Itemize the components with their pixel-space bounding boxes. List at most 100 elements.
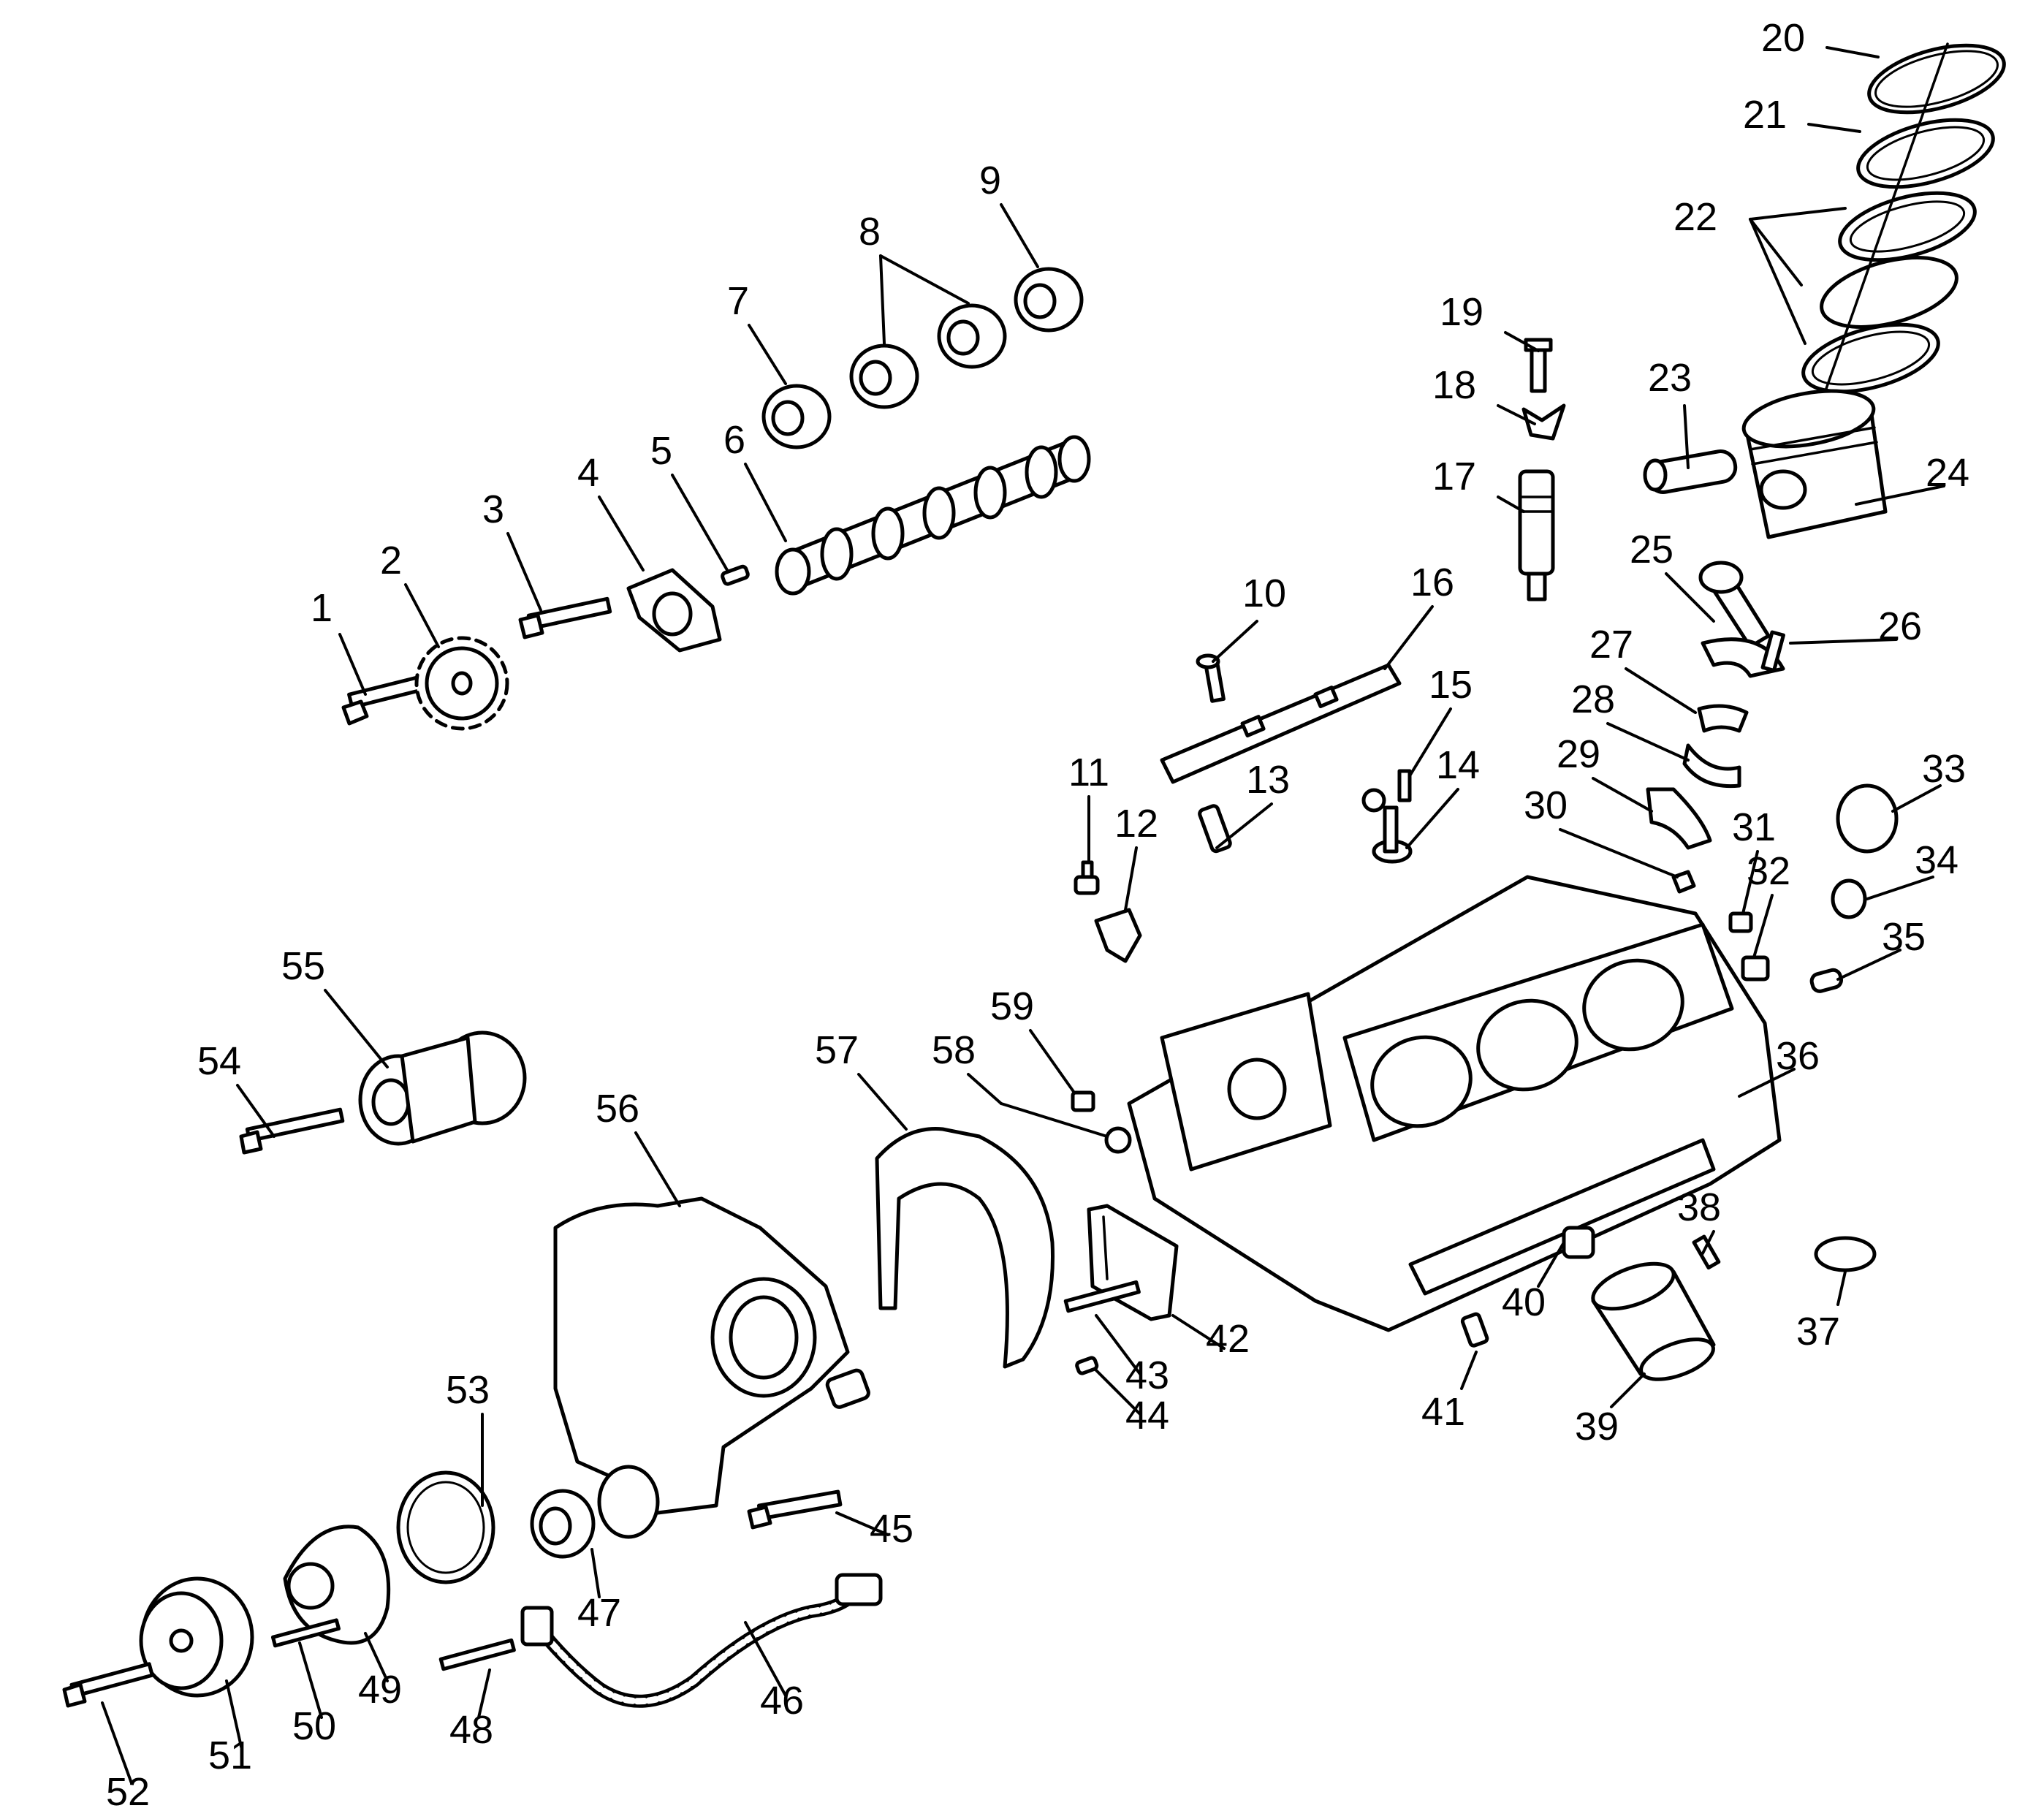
callout-28: 28 xyxy=(1571,677,1690,762)
callout-29: 29 xyxy=(1557,732,1653,813)
part-13-sensor xyxy=(1198,804,1232,854)
callout-35: 35 xyxy=(1836,915,1926,981)
callout-59: 59 xyxy=(990,984,1076,1094)
callout-leader-line xyxy=(1738,1068,1796,1098)
callout-label: 43 xyxy=(1125,1353,1169,1397)
callout-label: 15 xyxy=(1429,663,1473,707)
callout-label: 39 xyxy=(1575,1405,1619,1449)
callout-48: 48 xyxy=(449,1668,493,1752)
part-4-thrust-plate xyxy=(626,568,722,653)
callout-label: 8 xyxy=(859,210,881,254)
callout-leader-line xyxy=(324,989,389,1068)
callout-label: 2 xyxy=(380,539,402,582)
callout-label: 32 xyxy=(1747,849,1790,893)
callout-label: 14 xyxy=(1436,743,1480,787)
part-58-plug xyxy=(1104,1126,1132,1154)
callout-leader-line xyxy=(404,583,440,648)
callout-label: 23 xyxy=(1648,356,1692,400)
ring-axis-line xyxy=(1807,42,1949,440)
callout-42: 42 xyxy=(1171,1314,1250,1361)
callout-17: 17 xyxy=(1432,455,1525,513)
callout-50: 50 xyxy=(292,1641,336,1748)
callout-58: 58 xyxy=(932,1028,1109,1138)
callout-label: 57 xyxy=(815,1028,859,1072)
callout-label: 31 xyxy=(1732,805,1776,849)
callout-leader-line xyxy=(338,633,367,696)
part-31-plug xyxy=(1728,911,1753,933)
callout-label: 18 xyxy=(1432,363,1476,407)
callout-label: 3 xyxy=(482,487,504,531)
callout-leader-line xyxy=(1891,784,1942,813)
callout-2: 2 xyxy=(380,539,440,648)
callout-leader-line xyxy=(1866,876,1934,900)
callout-label: 50 xyxy=(292,1704,336,1748)
part-30-nut xyxy=(1671,870,1696,894)
callout-16: 16 xyxy=(1383,561,1454,670)
callout-leader-line xyxy=(1559,828,1679,878)
callout-37: 37 xyxy=(1796,1270,1847,1353)
callout-leader-line xyxy=(1749,218,1803,286)
part-6-camshaft xyxy=(775,435,1091,596)
callout-leader-line xyxy=(1592,777,1653,813)
callout-leader-line xyxy=(1606,722,1690,762)
callout-leader-line xyxy=(857,1073,908,1131)
callout-leader-line xyxy=(506,532,542,612)
part-59-plug xyxy=(1071,1090,1095,1112)
callout-label: 6 xyxy=(723,418,745,462)
callout-label: 41 xyxy=(1421,1390,1465,1434)
callout-54: 54 xyxy=(197,1039,276,1138)
callout-23: 23 xyxy=(1648,356,1692,469)
part-43-bolt xyxy=(1063,1280,1141,1313)
callout-leader-line xyxy=(835,1511,889,1536)
callout-label: 40 xyxy=(1502,1280,1546,1324)
callout-label: 52 xyxy=(106,1770,150,1811)
part-12-fitting xyxy=(1094,908,1142,963)
callout-label: 48 xyxy=(449,1708,493,1752)
callout-15: 15 xyxy=(1409,663,1473,776)
callout-49: 49 xyxy=(358,1632,402,1712)
callout-label: 44 xyxy=(1125,1394,1169,1438)
callout-leader-line xyxy=(1171,1314,1226,1350)
callout-leader-line xyxy=(1215,802,1273,849)
callout-leader-line xyxy=(225,1679,243,1748)
callout-33: 33 xyxy=(1891,747,1966,813)
callout-label: 13 xyxy=(1246,758,1290,802)
callout-leader-line xyxy=(1095,1369,1141,1416)
callout-leader-line xyxy=(1460,1351,1478,1390)
part-18-clamp xyxy=(1521,403,1566,441)
callout-label: 34 xyxy=(1915,838,1958,882)
callout-9: 9 xyxy=(979,159,1039,268)
callout-label: 12 xyxy=(1114,802,1158,846)
callout-leader-line xyxy=(1610,1373,1646,1408)
callout-leader-line xyxy=(477,1668,491,1719)
callout-55: 55 xyxy=(281,944,389,1068)
part-7-cam-bearing xyxy=(761,384,832,449)
callout-leader-line xyxy=(1825,46,1880,58)
part-54-bolt xyxy=(239,1107,345,1155)
callout-label: 30 xyxy=(1524,783,1568,827)
callout-11: 11 xyxy=(1068,751,1109,864)
callout-56: 56 xyxy=(596,1087,681,1207)
part-53-gasket xyxy=(396,1470,495,1584)
callout-leader-line xyxy=(1405,788,1459,849)
callout-5: 5 xyxy=(650,429,729,572)
part-17-drive xyxy=(1518,469,1555,601)
callout-label: 11 xyxy=(1068,751,1109,794)
part-47-seal xyxy=(530,1489,596,1559)
part-28-rod-bearing xyxy=(1682,743,1741,789)
callout-leader-line xyxy=(1701,1230,1715,1255)
callout-7: 7 xyxy=(727,279,787,385)
part-16-lifter-guide-retainer xyxy=(1160,663,1402,784)
part-23-piston-pin xyxy=(1643,449,1738,494)
callout-label: 10 xyxy=(1242,572,1286,615)
callout-4: 4 xyxy=(577,451,645,572)
callout-leader-line xyxy=(298,1641,323,1719)
part-8-cam-bearing xyxy=(849,303,1007,409)
callout-leader-line xyxy=(744,463,787,542)
callout-label: 51 xyxy=(208,1734,252,1777)
callout-leader-line xyxy=(1095,1314,1141,1375)
callout-leader-line xyxy=(671,474,729,572)
part-44-pin xyxy=(1075,1356,1099,1375)
